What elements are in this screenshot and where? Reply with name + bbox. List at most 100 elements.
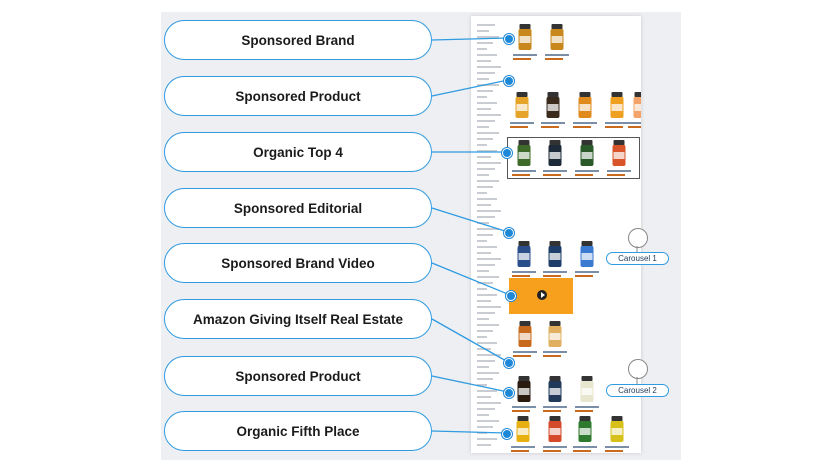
sidebar-filter-line (477, 162, 501, 164)
product-text-line (543, 406, 567, 408)
product-text-line (512, 275, 530, 277)
product-text-line (512, 174, 530, 176)
product-tile (541, 411, 569, 453)
product-text-line (511, 450, 529, 452)
product-text-line (543, 446, 567, 448)
marker-dot-5 (506, 291, 516, 301)
sidebar-filter-line (477, 204, 491, 206)
callout-sponsored-editorial: Sponsored Editorial (164, 188, 432, 228)
product-bottle (612, 140, 626, 166)
product-text-line (510, 126, 528, 128)
bottle-cap (613, 140, 625, 145)
bottle-label (581, 253, 593, 260)
product-bottle (515, 92, 529, 118)
product-text-line (543, 450, 561, 452)
sidebar-filter-line (477, 366, 489, 368)
marker-dot-2 (504, 76, 514, 86)
bottle-label (516, 104, 528, 111)
marker-dot-4 (504, 228, 514, 238)
bottle-label (613, 152, 625, 159)
product-text-line (543, 351, 567, 353)
sidebar-filter-line (477, 78, 489, 80)
product-tile (510, 211, 538, 281)
bottle-label (519, 36, 531, 43)
bottle-label (581, 388, 593, 395)
sidebar-filter-line (477, 30, 489, 32)
product-tile (539, 62, 567, 132)
sidebar-filter-line (477, 72, 495, 74)
bottle-label (634, 104, 641, 111)
sidebar-filter-line (477, 336, 487, 338)
sidebar-filter-line (477, 168, 495, 170)
sidebar-filter-line (477, 36, 499, 38)
product-bottle (633, 92, 641, 118)
sidebar-filter-line (477, 246, 497, 248)
product-tile (541, 361, 569, 416)
sidebar-filter-line (477, 222, 489, 224)
marker-dot-7 (504, 388, 514, 398)
product-text-line (575, 275, 593, 277)
sidebar-filter-line (477, 348, 491, 350)
product-text-line (513, 355, 531, 357)
bottle-cap (516, 92, 528, 97)
product-bottle (578, 92, 592, 118)
bottle-label (611, 104, 623, 111)
product-tile (626, 62, 641, 132)
sidebar-filter-line (477, 354, 501, 356)
product-text-line (543, 271, 567, 273)
bottle-cap (549, 140, 561, 145)
bottle-cap (517, 416, 529, 421)
callout-organic-top-4: Organic Top 4 (164, 132, 432, 172)
product-text-line (605, 122, 629, 124)
product-tile (541, 138, 569, 180)
product-bottle (548, 140, 562, 166)
sidebar-filter-line (477, 186, 493, 188)
sidebar-filter-line (477, 180, 499, 182)
sidebar-filter-line (477, 420, 499, 422)
product-tile (603, 62, 631, 132)
product-bottle (548, 416, 562, 442)
product-text-line (543, 170, 567, 172)
carousel-1-circle (628, 228, 648, 248)
bottle-cap (549, 321, 561, 326)
product-text-line (543, 355, 561, 357)
sidebar-filter-line (477, 264, 495, 266)
sidebar-filter-line (477, 108, 491, 110)
sidebar-filter-line (477, 444, 491, 446)
product-bottle (580, 140, 594, 166)
bottle-label (549, 388, 561, 395)
product-text-line (513, 351, 537, 353)
marker-dot-1 (504, 34, 514, 44)
sidebar-filter-line (477, 126, 489, 128)
bottle-label (549, 428, 561, 435)
sidebar-filter-line (477, 270, 489, 272)
bottle-cap (551, 24, 563, 29)
callout-organic-fifth-place: Organic Fifth Place (164, 411, 432, 451)
marker-dot-6 (504, 358, 514, 368)
product-text-line (573, 126, 591, 128)
bottle-cap (518, 140, 530, 145)
sidebar-filter-line (477, 384, 487, 386)
bottle-label (549, 333, 561, 340)
product-text-line (543, 275, 561, 277)
marker-dot-8 (502, 429, 512, 439)
product-bottle (518, 24, 532, 50)
sidebar-filter-line (477, 300, 491, 302)
sidebar-filter-line (477, 96, 487, 98)
bottle-label (518, 388, 530, 395)
product-text-line (605, 450, 623, 452)
product-tile (573, 361, 601, 416)
bottle-label (579, 428, 591, 435)
sidebar-filter-line (477, 114, 501, 116)
sidebar-filter-line (477, 54, 497, 56)
bottle-cap (549, 376, 561, 381)
sidebar-filter-line (477, 276, 499, 278)
sidebar-filter-line (477, 294, 497, 296)
sidebar-filter-line (477, 156, 491, 158)
bottle-cap (611, 416, 623, 421)
bottle-cap (581, 376, 593, 381)
sidebar-filter-line (477, 84, 499, 86)
product-tile (571, 62, 599, 132)
sidebar-filter-line (477, 324, 499, 326)
sidebar-filter-line (477, 132, 499, 134)
